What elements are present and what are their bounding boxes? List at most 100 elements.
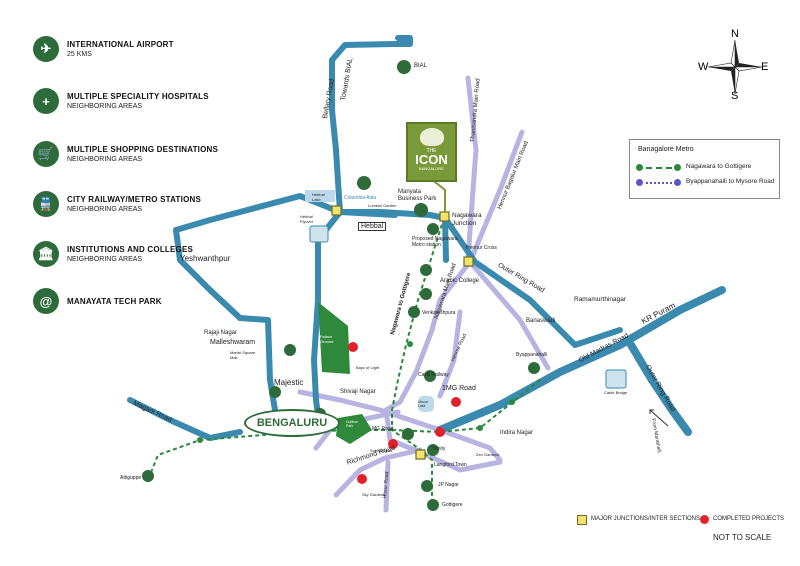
compass-s: S: [731, 90, 739, 102]
logo-connector: [429, 177, 446, 212]
label-magadi: Magadi Road: [132, 400, 173, 424]
shopping-cart-icon: 🛒: [33, 141, 59, 167]
logo-name: ICON: [415, 152, 448, 167]
hebbal-flyover-icon: [309, 225, 329, 243]
label-mantri: Mantri Square Mall: [230, 350, 256, 360]
junction-legend-icon: [577, 515, 587, 525]
label-attiguppe: Attiguppe: [120, 475, 142, 481]
label-malleshwaram: Malleshwaram: [210, 339, 256, 346]
label-cubbon: Cubbon Park: [346, 420, 359, 428]
train-icon: 🚆: [33, 191, 59, 217]
legend-item-railway: 🚆 CITY RAILWAY/METRO STATIONS NEIGHBORIN…: [33, 191, 253, 231]
marathalli-arrow: [649, 409, 669, 427]
label-old-madras: Old Madras Road: [578, 332, 630, 365]
metro-legend-green: Nagawara to Gottigere: [636, 162, 776, 174]
label-mg-road: MG Road: [372, 426, 394, 432]
label-gottigere: Gottigere: [442, 502, 463, 508]
label-hebbal: Hebbal: [358, 222, 387, 231]
completed-legend-label: COMPLETED PROJECTS: [713, 516, 785, 522]
label-from-marathalli: From Marathalli: [650, 418, 663, 454]
label-lumbini: Lumbini Garden: [368, 203, 397, 208]
label-sobha: Sobha Opus: [370, 448, 393, 453]
label-bial: BIAL: [414, 63, 428, 69]
secondary-roads: [297, 75, 551, 513]
label-nagawara-junction: Nagawara Junction: [452, 212, 482, 227]
metro-green-dot-end: [674, 164, 681, 171]
legend-sub: NEIGHBORING AREAS: [67, 206, 143, 213]
legend-item-shopping: 🛒 MULTIPLE SHOPPING DESTINATIONS NEIGHBO…: [33, 141, 253, 181]
label-indira: Indira Nagar: [500, 430, 534, 436]
legend-item-hospitals: + MULTIPLE SPECIALITY HOSPITALS NEIGHBOR…: [33, 88, 253, 128]
label-byappanahalli: Byappanahalli: [516, 352, 548, 358]
legend-item-manyata: @ MANAYATA TECH PARK: [33, 288, 253, 328]
compass-e: E: [761, 61, 769, 73]
cubbon-park: [336, 414, 372, 444]
metro-green-dash: [646, 167, 672, 169]
institution-icon: 🏛: [33, 241, 59, 267]
label-nagawara-gottigere: Nagawara to Gottigere: [390, 272, 413, 336]
label-cable: Cable Bridge: [604, 390, 628, 395]
legend-sub: NEIGHBORING AREAS: [67, 156, 143, 163]
label-hebbal-flyover: Hebbal Flyover: [300, 214, 314, 224]
label-kr-puram: KR Puram: [640, 300, 677, 326]
legend-sub: NEIGHBORING AREAS: [67, 103, 143, 110]
completed-legend-icon: [700, 515, 709, 524]
cable-bridge-icon: [605, 369, 627, 389]
compass-w: W: [698, 61, 709, 73]
legend-title: MANAYATA TECH PARK: [67, 297, 162, 306]
label-banaswadi: Banaswadi: [526, 318, 556, 324]
completed-project-markers: [348, 342, 461, 484]
label-arabic-college: Arabic College: [440, 278, 480, 284]
hebbal-lake: [305, 190, 335, 202]
label-venkateshpura: Venkateshpura: [422, 310, 456, 316]
metro-purple-label: Byappanahalli to Mysore Road: [686, 178, 775, 185]
metro-purple-dot: [636, 179, 643, 186]
legend-title: MULTIPLE SHOPPING DESTINATIONS: [67, 145, 219, 154]
airplane-icon: ✈: [33, 36, 59, 62]
label-1mg-road: 1MG Road: [442, 385, 476, 392]
main-roads: [127, 35, 623, 441]
metro-purple-dot-end: [674, 179, 681, 186]
palace-ground: [318, 302, 350, 374]
legend-title: INTERNATIONAL AIRPORT: [67, 40, 174, 49]
logo-tree-icon: [419, 128, 444, 146]
label-cantt: Cantt Railway: [418, 372, 449, 378]
label-towards-bial: Towards BIAL: [340, 57, 355, 102]
metro-green-dot: [636, 164, 643, 171]
label-trinity: Trinity: [432, 446, 446, 452]
label-sky-gardens: Sky Gardens: [362, 492, 386, 497]
label-rajaji: Rajaji Nagar: [204, 330, 238, 336]
label-manyata: Manyata Business Park: [398, 189, 437, 202]
metro-station-markers: [142, 60, 540, 511]
label-shivaji: Shivaji Nagar: [340, 389, 376, 395]
label-hebbal-lake: Hebbal Lake: [312, 192, 325, 202]
legend-title: MULTIPLE SPECIALITY HOSPITALS: [67, 92, 209, 101]
not-to-scale: NOT TO SCALE: [713, 533, 772, 542]
junction-legend-label: MAJOR JUNCTIONS/INTER SECTIONS: [591, 516, 701, 522]
logo-the: THE: [426, 148, 437, 154]
legend-item-airport: ✈ INTERNATIONAL AIRPORT 25 KMS: [33, 36, 253, 76]
label-majestic: Majestic: [274, 378, 304, 387]
legend-title: INSTITUTIONS AND COLLEGES: [67, 245, 194, 254]
legend-title: CITY RAILWAY/METRO STATIONS: [67, 195, 202, 204]
label-bayz: Bayz of Light: [356, 365, 380, 370]
metro-green-label: Nagawara to Gottigere: [686, 163, 752, 170]
label-jp-nagar: JP Nagar: [438, 482, 459, 488]
label-zen-gardens: Zen Gardens: [476, 452, 500, 457]
label-columbia: Columbia Asia: [344, 195, 376, 201]
label-ramamurthinagar: Ramamurthinagar: [574, 296, 627, 303]
city-oval: BENGALURU: [244, 409, 340, 437]
label-thanisandra: Thanisandra Main Road: [470, 78, 482, 143]
metro-legend: Banagalore Metro Nagawara to Gottigere B…: [629, 139, 780, 199]
label-hennur-bagalur: Hennur Bagalur Main Road: [497, 140, 530, 211]
label-yeshwanthpur: Yeshwanthpur: [180, 254, 231, 263]
icon-logo: THE ICON BANGALORE: [406, 122, 457, 182]
label-outer-ring-road: Outer Ring Road: [496, 262, 546, 295]
label-outer-ring-road-2: Outer Ring Road: [643, 364, 677, 413]
compass-star-icon: [707, 39, 763, 95]
compass-n: N: [731, 28, 739, 40]
at-sign-icon: @: [33, 288, 59, 314]
legend-item-institutions: 🏛 INSTITUTIONS AND COLLEGES NEIGHBORING …: [33, 241, 253, 281]
